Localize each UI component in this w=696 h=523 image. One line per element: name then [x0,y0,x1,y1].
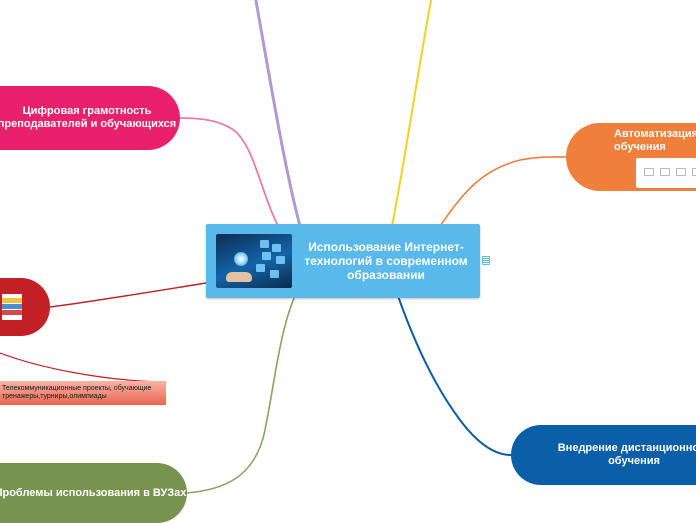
central-topic[interactable]: Использование Интернет-технологий в совр… [206,224,480,298]
branch-image-topic[interactable] [0,278,50,336]
connector-top-yellow [391,0,433,227]
branch-problems-title: Проблемы использования в ВУЗах [0,486,187,499]
connector-distance [397,295,512,456]
branch-problems[interactable]: Проблемы использования в ВУЗах [0,463,187,523]
branch-automation-title: Автоматизация обучения [614,128,696,153]
central-topic-image [216,234,292,288]
branch-telecom-projects[interactable]: Телекоммуникационные проекты, обучающие … [0,381,166,405]
branch-telecom-projects-title: Телекоммуникационные проекты, обучающие … [2,385,152,400]
connector-red [49,282,207,308]
books-image [2,294,22,320]
branch-digital-literacy-title: Цифровая грамотность преподавателей и об… [0,105,177,130]
connector-digital [179,117,279,227]
branch-automation-image [636,158,696,188]
branch-distance-learning[interactable]: Внедрение дистанционного обучения [511,425,696,485]
connector-telecom [0,352,161,383]
connector-automation [439,156,567,227]
connector-problems [186,295,296,494]
central-topic-title: Использование Интернет-технологий в совр… [304,240,468,282]
branch-digital-literacy[interactable]: Цифровая грамотность преподавателей и об… [0,86,180,150]
branch-distance-learning-title: Внедрение дистанционного обучения [557,442,696,467]
branch-automation[interactable]: Автоматизация обучения [566,123,696,191]
note-icon[interactable] [482,256,490,265]
connector-top-purple [254,0,302,227]
